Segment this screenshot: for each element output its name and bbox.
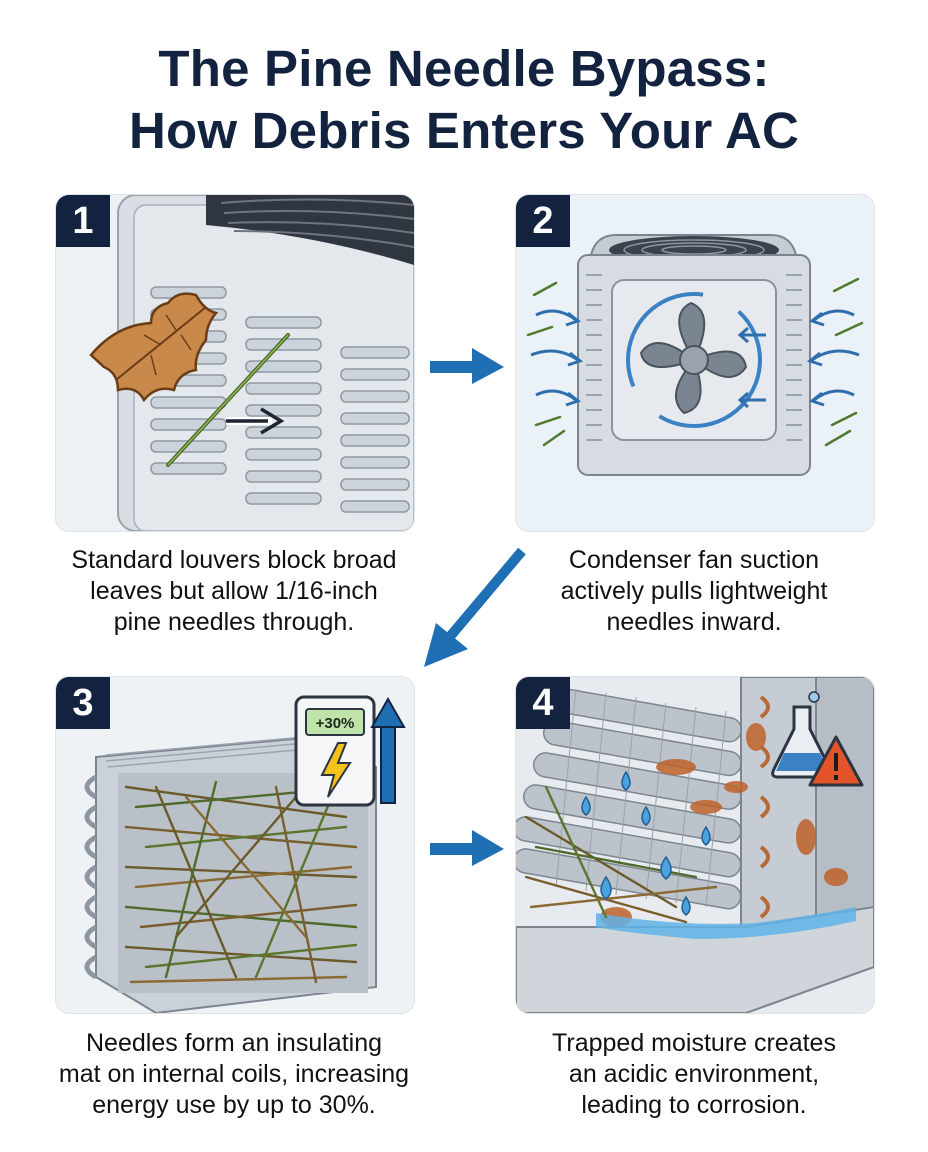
warning-triangle-icon xyxy=(808,735,864,787)
step-2-panel: 2 xyxy=(515,194,875,532)
fan-icon xyxy=(639,301,748,415)
step-4-panel: 4 xyxy=(515,676,875,1014)
page-title: The Pine Needle Bypass: How Debris Enter… xyxy=(0,38,928,162)
suction-arrows-icon xyxy=(530,309,860,409)
step-3-panel: 3 xyxy=(55,676,415,1014)
title-line-1: The Pine Needle Bypass: xyxy=(158,40,770,97)
lightning-bolt-icon xyxy=(320,742,352,798)
title-line-2: How Debris Enters Your AC xyxy=(128,102,800,159)
up-arrow-icon xyxy=(370,696,406,804)
step-4-caption: Trapped moisture creates an acidic envir… xyxy=(552,1029,836,1119)
step-3-badge: 3 xyxy=(56,677,110,729)
energy-increase-label: +30% xyxy=(316,715,355,732)
coil-needle-mat-illustration: +30% xyxy=(56,677,414,1013)
needle-direction-arrow-icon xyxy=(226,407,285,435)
water-droplets-icon xyxy=(581,770,711,916)
step-2-caption: Condenser fan suction actively pulls lig… xyxy=(560,546,828,636)
louvered-panel-illustration xyxy=(56,195,414,531)
step-4-badge: 4 xyxy=(516,677,570,729)
step-1-panel: 1 xyxy=(55,194,415,532)
needle-mat xyxy=(124,780,358,984)
step-1-caption: Standard louvers block broad leaves but … xyxy=(71,546,397,636)
energy-meter-card xyxy=(294,695,376,807)
step-3-caption: Needles form an insulating mat on intern… xyxy=(58,1029,410,1119)
arrow-1-to-2-icon xyxy=(430,348,504,384)
leaf-icon xyxy=(89,292,219,403)
step-1-badge: 1 xyxy=(56,195,110,247)
coil-bends xyxy=(84,774,98,980)
arrow-3-to-4-icon xyxy=(430,830,504,866)
condenser-fan-illustration xyxy=(516,195,874,531)
water-puddle xyxy=(596,907,856,939)
corrosion-illustration xyxy=(516,677,874,1013)
step-2-badge: 2 xyxy=(516,195,570,247)
arrow-2-to-3-icon xyxy=(424,547,526,667)
